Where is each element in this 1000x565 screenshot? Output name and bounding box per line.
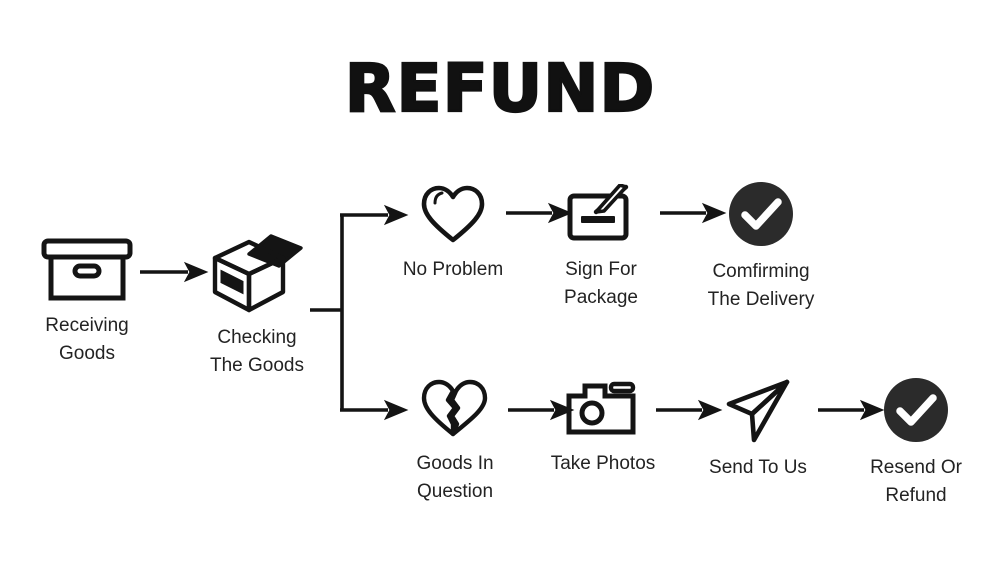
flow-node-label: Receiving Goods	[45, 315, 129, 364]
flow-node-resend-or-refund: Resend Or Refund	[842, 376, 990, 509]
flow-node-checking-the-goods: Checking The Goods	[186, 232, 328, 379]
flow-node-receiving-goods: Receiving Goods	[12, 238, 162, 367]
flow-node-take-photos: Take Photos	[534, 380, 672, 478]
page-title: REFUND	[344, 50, 656, 127]
flow-node-label: Goods In Question	[416, 453, 494, 502]
flow-node-label: Sign For Package	[564, 259, 638, 308]
check-circle-icon	[882, 376, 950, 444]
paper-plane-icon	[721, 378, 795, 444]
flow-node-label: Take Photos	[550, 453, 656, 474]
flow-node-goods-in-question: Goods In Question	[384, 378, 526, 505]
flow-node-label: Send To Us	[709, 457, 807, 478]
flow-node-label: Checking The Goods	[210, 327, 304, 376]
flow-node-label: Resend Or Refund	[870, 457, 962, 506]
check-circle-icon	[727, 180, 795, 248]
heart-icon	[419, 184, 487, 246]
flow-node-send-to-us: Send To Us	[688, 378, 828, 482]
open-box-icon	[209, 232, 305, 314]
flow-node-label: No Problem	[402, 259, 504, 280]
archive-box-icon	[41, 238, 133, 302]
flow-node-label: Comfirming The Delivery	[707, 261, 815, 310]
signature-pad-icon	[564, 184, 638, 246]
flow-node-confirming-the-delivery: Comfirming The Delivery	[684, 180, 838, 313]
flow-node-no-problem: No Problem	[382, 184, 524, 284]
flow-node-sign-for-package: Sign For Package	[532, 184, 670, 311]
broken-heart-icon	[420, 378, 490, 440]
camera-icon	[565, 380, 641, 440]
